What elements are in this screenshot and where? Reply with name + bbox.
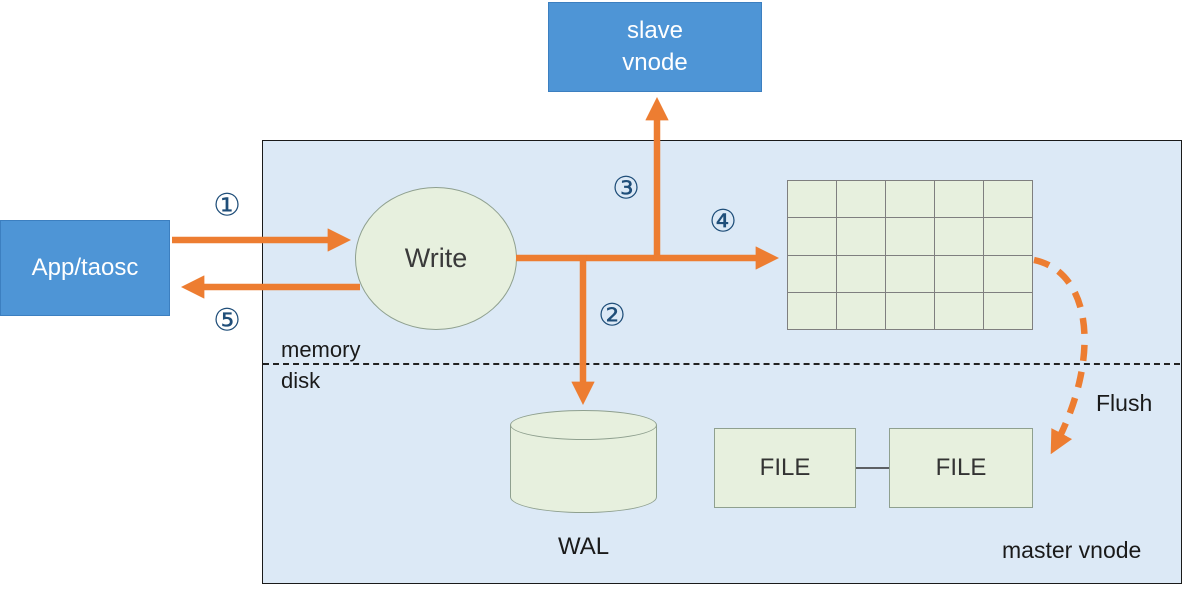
cache-cell: [935, 181, 984, 219]
write-node: Write: [355, 187, 517, 330]
cache-cell: [837, 255, 886, 293]
write-label: Write: [404, 243, 468, 273]
slave-vnode-node: slave vnode: [548, 2, 762, 92]
memory-disk-divider: [263, 363, 1180, 365]
flush-label: Flush: [1096, 390, 1153, 416]
cache-cell: [984, 255, 1033, 293]
cache-cell: [837, 181, 886, 219]
step-1-badge: ①: [213, 187, 241, 224]
app-taosc-node: App/taosc: [0, 220, 170, 316]
step-2-badge: ②: [598, 297, 626, 334]
cache-cell: [788, 181, 837, 219]
cache-cell: [788, 255, 837, 293]
file-node-right: FILE: [889, 428, 1033, 508]
cache-grid: [787, 180, 1033, 330]
file-node-left: FILE: [714, 428, 856, 508]
cache-cell: [837, 218, 886, 256]
app-taosc-label: App/taosc: [31, 253, 139, 281]
cache-cell: [984, 181, 1033, 219]
cache-cell: [886, 255, 935, 293]
cache-cell: [984, 218, 1033, 256]
cache-cell: [788, 292, 837, 330]
step-5-badge: ⑤: [213, 302, 241, 339]
file-right-label: FILE: [935, 454, 987, 481]
cache-cell: [886, 181, 935, 219]
slave-vnode-label-line1: slave: [626, 16, 684, 44]
cache-cell: [886, 292, 935, 330]
file-left-label: FILE: [759, 454, 811, 481]
wal-cylinder-top: [510, 410, 657, 440]
disk-label: disk: [281, 368, 321, 393]
cache-cell: [788, 218, 837, 256]
cache-cell: [935, 218, 984, 256]
cache-cell: [837, 292, 886, 330]
cache-cell: [984, 292, 1033, 330]
step-3-badge: ③: [612, 170, 640, 207]
master-vnode-label: master vnode: [1002, 537, 1142, 563]
step-4-badge: ④: [709, 203, 737, 240]
memory-label: memory: [281, 337, 361, 362]
cache-cell: [935, 255, 984, 293]
cache-cell: [935, 292, 984, 330]
wal-label: WAL: [557, 533, 610, 560]
slave-vnode-label-line2: vnode: [622, 49, 688, 76]
cache-cell: [886, 218, 935, 256]
